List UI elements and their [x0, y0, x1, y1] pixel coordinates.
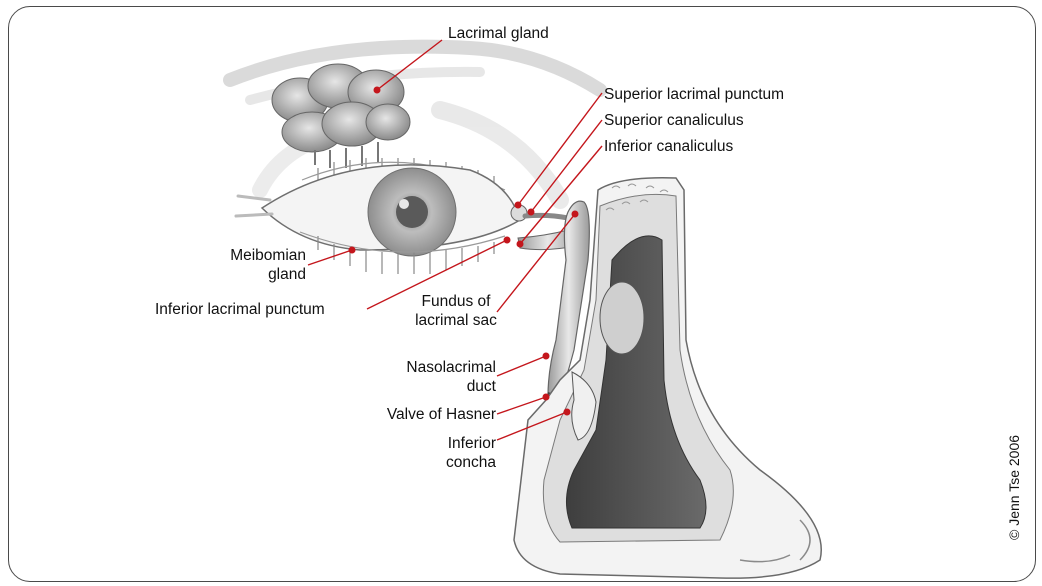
label-nasolacrimal-duct: Nasolacrimal duct [370, 358, 496, 396]
label-inferior-concha: Inferior concha [400, 434, 496, 472]
leader-dot-nasolacrimal-duct [543, 353, 550, 360]
label-inferior-concha-line1: Inferior [400, 434, 496, 453]
label-meibomian-gland: Meibomian gland [196, 246, 306, 284]
label-fundus-line1: Fundus of [408, 292, 504, 311]
label-superior-canaliculus: Superior canaliculus [604, 111, 744, 130]
label-nasolacrimal-line2: duct [370, 377, 496, 396]
leader-dot-fundus [572, 211, 579, 218]
label-fundus-line2: lacrimal sac [408, 311, 504, 330]
leader-line-nasolacrimal-duct [497, 356, 546, 376]
leader-dot-lacrimal-gland [374, 87, 381, 94]
label-inferior-canaliculus: Inferior canaliculus [604, 137, 733, 156]
label-inferior-lacrimal-punctum: Inferior lacrimal punctum [155, 300, 325, 319]
leader-dot-inferior-punctum [504, 237, 511, 244]
leader-dot-meibomian-gland [349, 247, 356, 254]
leader-dot-inferior-canaliculus [517, 241, 524, 248]
label-superior-lacrimal-punctum: Superior lacrimal punctum [604, 85, 784, 104]
label-valve-of-hasner: Valve of Hasner [350, 405, 496, 424]
label-nasolacrimal-line1: Nasolacrimal [370, 358, 496, 377]
label-meibomian-gland-line2: gland [196, 265, 306, 284]
label-inferior-concha-line2: concha [400, 453, 496, 472]
copyright-credit: © Jenn Tse 2006 [1006, 435, 1022, 540]
leader-line-meibomian-gland [308, 250, 352, 265]
leader-dot-valve-of-hasner [543, 394, 550, 401]
leader-dot-inferior-concha [564, 409, 571, 416]
label-fundus-of-lacrimal-sac: Fundus of lacrimal sac [408, 292, 504, 330]
leader-dot-superior-punctum [515, 202, 522, 209]
leader-dot-superior-canaliculus [528, 209, 535, 216]
label-lacrimal-gland: Lacrimal gland [448, 24, 549, 43]
label-meibomian-gland-line1: Meibomian [196, 246, 306, 265]
